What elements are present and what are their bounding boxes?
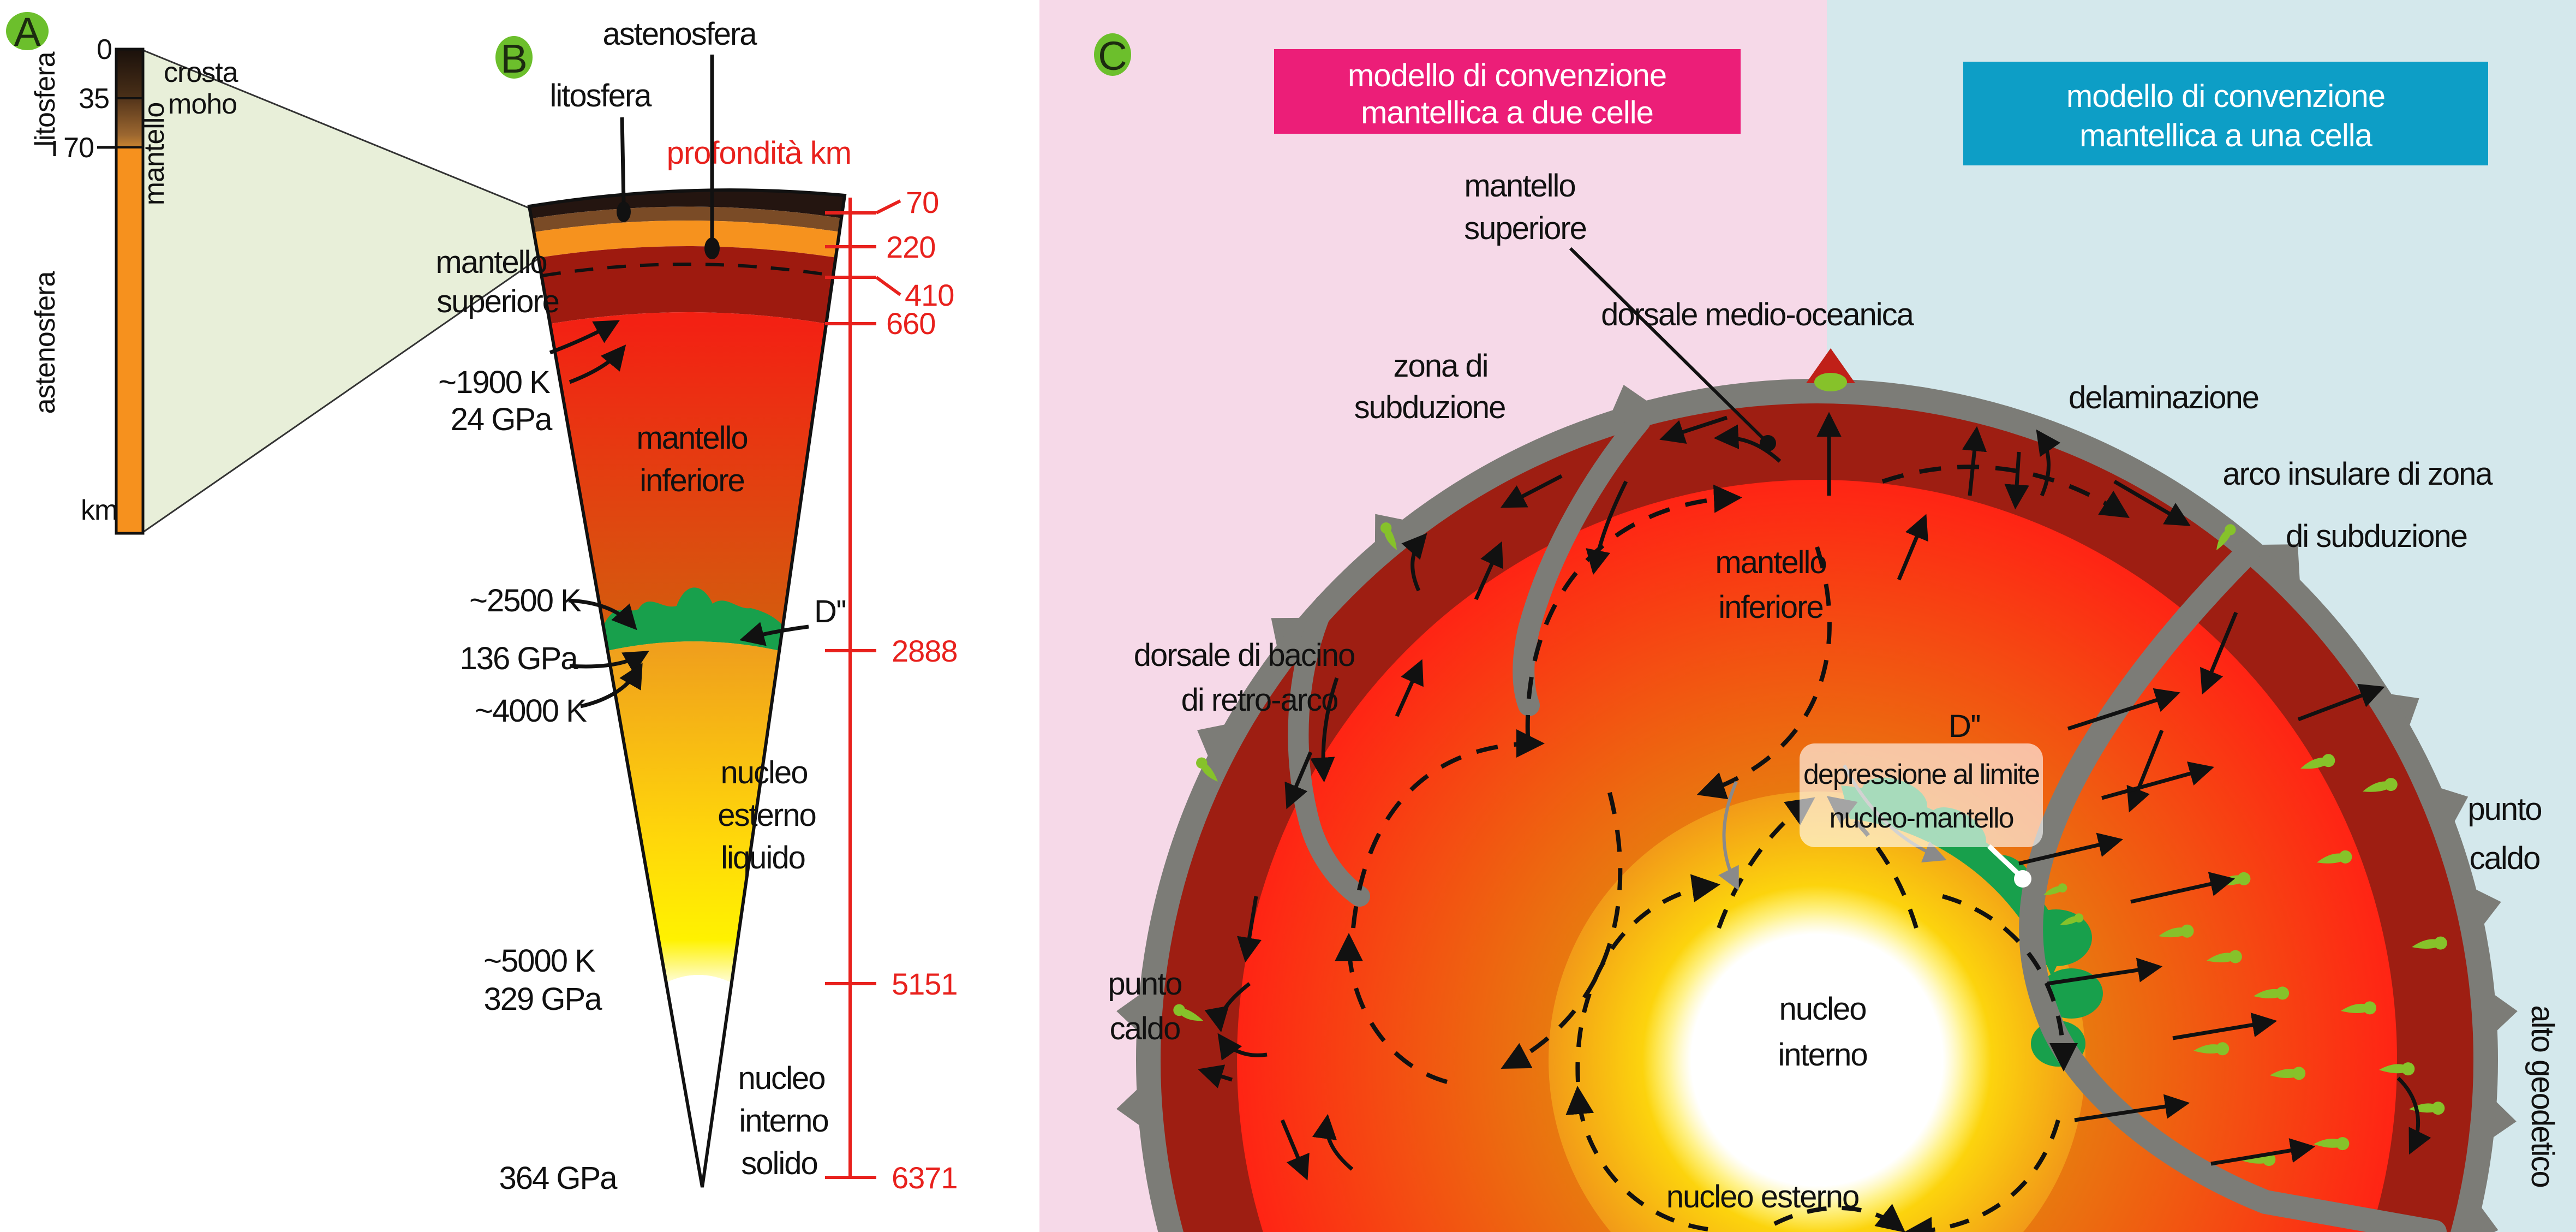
mid-ocean-ridge-volcano [1806,348,1855,383]
punto-caldo-right-2: caldo [2470,841,2540,876]
nucleo-esterno-b-2: esterno [718,797,815,833]
mantello-inferiore-b-2: inferiore [639,463,744,498]
t5000-label: ~5000 K [483,943,596,979]
depth-220: 220 [886,230,935,264]
nucleo-interno-c-2: interno [1778,1037,1867,1073]
lithosphere-column [97,47,145,535]
moho-label: moho [168,88,237,120]
one-cell-header-line2: mantellica a una cella [2079,118,2373,153]
t2500-label: ~2500 K [469,583,582,618]
depth-5151: 5151 [892,967,958,1001]
badge-b-label: B [500,36,527,81]
badge-a-circle [6,12,49,50]
d-layer-c-label: D'' [1949,709,1980,744]
mantello-superiore-c-1: mantello [1464,168,1575,204]
tick-35: 35 [79,83,109,115]
nucleo-esterno-b-1: nucleo [721,755,808,790]
badge-c-label: C [1098,33,1127,79]
depth-scale [825,198,901,1179]
astenosfera-b-label: astenosfera [602,16,757,52]
convection-arrows-left [1335,465,2130,1084]
earth-wedge [527,188,847,1188]
d-layer-b-label: D'' [814,594,846,629]
mantello-superiore-leader [1569,247,1765,441]
depressione-box [1800,743,2043,847]
nucleo-esterno-b-3: liquido [721,840,805,876]
astenosfera-dot [704,237,720,259]
tick-0: 0 [97,34,112,66]
depressione-line1: depressione al limite [1803,759,2039,790]
two-cell-header-line1: modello di convenzione [1348,58,1666,93]
mantello-inferiore-b-1: mantello [636,420,747,456]
mantello-superiore-dot [1760,435,1776,451]
nucleo-esterno-c-label: nucleo esterno [1666,1179,1858,1215]
slab-left-upper [1513,410,1651,716]
tick-70: 70 [63,132,94,164]
one-cell-header-box [1963,62,2488,165]
badge-a-label: A [14,9,41,55]
t1900-label: ~1900 K [438,365,551,400]
profondita-title: profondità km [667,135,851,171]
litosfera-leader [620,117,626,204]
inner-core [1693,936,1941,1185]
astenosfera-side-label: astenosfera [29,271,61,414]
two-cell-header-box [1274,49,1741,134]
nucleo-interno-b-1: nucleo [738,1061,825,1096]
lithosphere-rim [1136,379,2498,1232]
dorsale-medio-oceanica-label: dorsale medio-oceanica [1601,297,1915,332]
badge-c-circle [1094,33,1131,76]
nucleo-interno-b-2: interno [739,1103,828,1139]
mantello-superiore-b-1: mantello [435,245,546,280]
depth-410: 410 [905,278,954,312]
mantello-superiore-c-2: superiore [1464,211,1586,246]
p364-label: 364 GPa [499,1160,618,1196]
mantello-a-label: mantello [139,103,170,206]
two-cell-header-line2: mantellica a due celle [1361,95,1653,130]
arco-insulare-2: di subduzione [2286,519,2467,554]
dorsale-bacino-1: dorsale di bacino [1134,638,1355,673]
panel-a: A 0 35 70 km litosfera astenosfera crost… [6,9,542,535]
dorsale-bacino-2: di retro-arco [1181,682,1338,718]
depressione-leader [1987,844,2020,876]
nucleo-interno-b-3: solido [741,1146,817,1181]
crosta-label: crosta [164,57,238,88]
depth-70: 70 [906,185,939,219]
arco-insulare-1: arco insulare di zona [2222,456,2493,492]
p136-label: 136 GPa [460,641,579,676]
litosfera-dot [617,201,631,222]
litosfera-side-label: litosfera [29,51,61,146]
t4000-label: ~4000 K [475,693,587,729]
ridge-magma [1814,373,1847,391]
zona-subduzione-2: subduzione [1354,390,1505,425]
mantello-superiore-b-2: superiore [437,284,559,319]
d-layer-wedge [603,587,785,651]
depressione-dot [2014,870,2031,888]
mantello-inferiore-c-1: mantello [1715,545,1826,580]
one-cell-header-line1: modello di convenzione [2066,79,2385,114]
delaminazione-label: delaminazione [2069,380,2258,415]
unit-km: km [81,495,117,526]
depth-660: 660 [886,306,935,341]
p329-label: 329 GPa [484,981,603,1017]
depressione-line2: nucleo-mantello [1829,802,2013,834]
panel-c: C modello di convenzione mantellica a du… [1094,33,2560,1232]
p24-label: 24 GPa [451,402,553,437]
zona-subduzione-1: zona di [1393,348,1487,384]
nucleo-interno-c-1: nucleo [1779,991,1866,1027]
punto-caldo-left-2: caldo [1110,1011,1180,1046]
surface-arrows [1198,412,2431,1181]
badge-b-circle [495,36,533,79]
punto-caldo-left-1: punto [1108,966,1181,1002]
punto-caldo-right-1: punto [2467,791,2541,827]
mantello-inferiore-c-2: inferiore [1718,590,1823,625]
depth-6371: 6371 [892,1160,958,1195]
slab-right-deep [2019,540,2447,1232]
litosfera-b-label: litosfera [549,78,652,114]
alto-geodetico-label: alto geodetico [2525,1005,2560,1187]
discontinuity-410-dashed [542,263,834,277]
depth-2888: 2888 [892,634,958,668]
panel-b: B profondità km 70 [435,16,958,1196]
